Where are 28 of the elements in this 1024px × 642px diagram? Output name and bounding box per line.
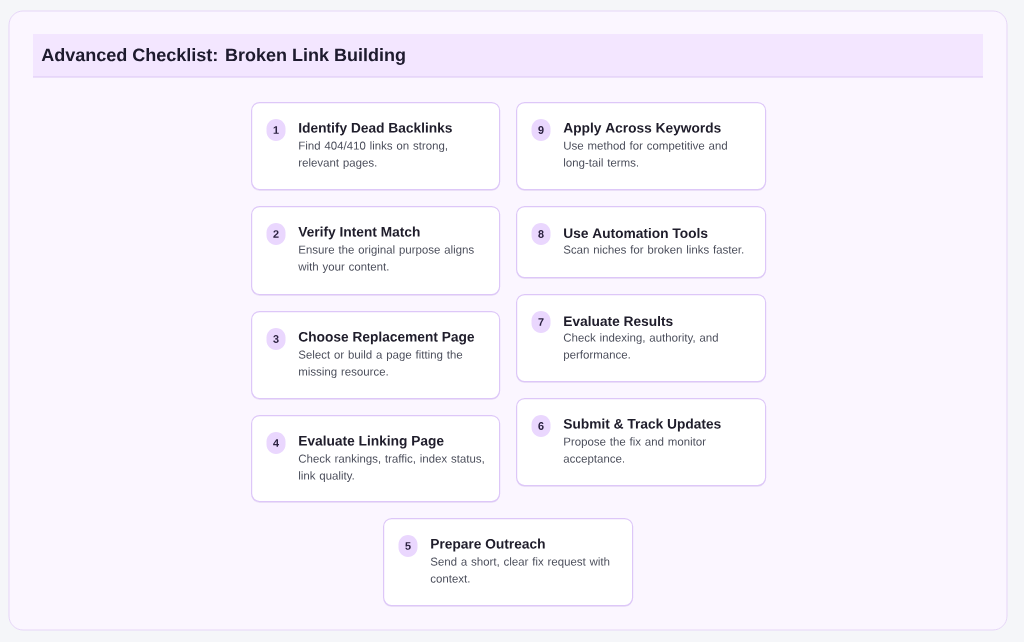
step-description: Send a short, clear fix request with context. bbox=[430, 557, 610, 583]
number-badge: 9 bbox=[531, 119, 551, 141]
step-description: Ensure the original purpose aligns with your content. bbox=[298, 245, 474, 273]
step-description: Scan niches for broken links faster. bbox=[563, 245, 744, 254]
step-title: Prepare Outreach bbox=[431, 538, 545, 552]
step-title: Submit & Track Updates bbox=[563, 418, 721, 432]
step-description: Select or build a page fitting the missing resource. bbox=[298, 350, 463, 378]
step-title: Evaluate Linking Page bbox=[299, 435, 444, 449]
number-badge: 7 bbox=[531, 311, 551, 333]
step-description: Check rankings, traffic, index status, link quality. bbox=[298, 454, 484, 482]
step-title: Verify Intent Match bbox=[298, 226, 420, 240]
step-title: Choose Replacement Page bbox=[298, 331, 475, 345]
number-badge: 8 bbox=[531, 223, 551, 245]
step-description: Check indexing, authority, and performance. bbox=[563, 333, 718, 361]
number-badge: 3 bbox=[266, 328, 286, 350]
step-description: Propose the fix and monitor acceptance. bbox=[563, 437, 706, 465]
step-title: Use Automation Tools bbox=[564, 227, 708, 239]
step-title: Apply Across Keywords bbox=[563, 122, 721, 136]
step-description: Use method for competitive and long-tail terms. bbox=[564, 141, 727, 169]
step-title: Identify Dead Backlinks bbox=[299, 122, 452, 136]
number-badge: 2 bbox=[266, 223, 286, 245]
number-badge: 5 bbox=[398, 535, 418, 557]
step-description: Find 404/410 links on strong, relevant pages. bbox=[299, 141, 447, 169]
number-badge: 1 bbox=[266, 119, 286, 141]
number-badge: 4 bbox=[266, 432, 286, 454]
title-bar: Advanced Checklist: Broken Link Building bbox=[32, 34, 984, 78]
step-title: Evaluate Results bbox=[564, 315, 673, 327]
number-badge: 6 bbox=[531, 415, 551, 437]
